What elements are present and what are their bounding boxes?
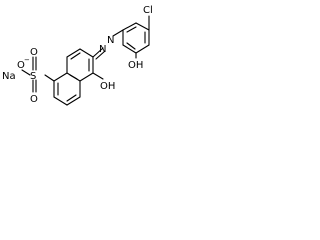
phenol-oh-label: OH: [128, 60, 143, 71]
chlorine-label: Cl: [143, 5, 153, 16]
azo-n1-label: N: [107, 35, 114, 46]
sulfonate-group: [21, 56, 37, 93]
bond: [66, 48, 81, 58]
double-bond: [70, 52, 81, 60]
sulfonyl-o-bottom-label: O: [30, 94, 38, 105]
bond: [92, 47, 104, 58]
bond: [79, 48, 94, 58]
bond: [21, 69, 31, 76]
bond: [92, 72, 104, 80]
double-bond: [126, 42, 136, 50]
double-bond: [126, 26, 137, 33]
bond: [112, 29, 124, 37]
bond: [66, 96, 81, 106]
azo-n2-label: N: [99, 44, 106, 55]
bond: [53, 96, 68, 106]
naphthol-oh-label: OH: [100, 81, 115, 92]
double-bond: [66, 94, 77, 102]
bond: [135, 44, 150, 54]
double-bond: [69, 74, 78, 80]
sulfur-label: S: [30, 71, 36, 82]
chlorophenol-ring: [122, 15, 150, 59]
azo-linkage: [92, 29, 124, 60]
bond: [122, 22, 137, 31]
naphthalene-rings: [44, 48, 104, 106]
bond: [135, 22, 150, 31]
bond: [44, 74, 55, 82]
negative-charge-label: −: [24, 56, 30, 64]
sulfonate-o-minus-label: O: [17, 60, 25, 71]
bond: [122, 44, 137, 54]
double-bond: [95, 50, 106, 60]
bond: [79, 72, 94, 82]
chemical-structure-diagram: Cl OH N N OH Na O − S O O: [2, 5, 153, 106]
sulfonyl-o-top-label: O: [30, 47, 38, 58]
bond: [53, 72, 68, 82]
sodium-label: Na: [2, 71, 16, 82]
